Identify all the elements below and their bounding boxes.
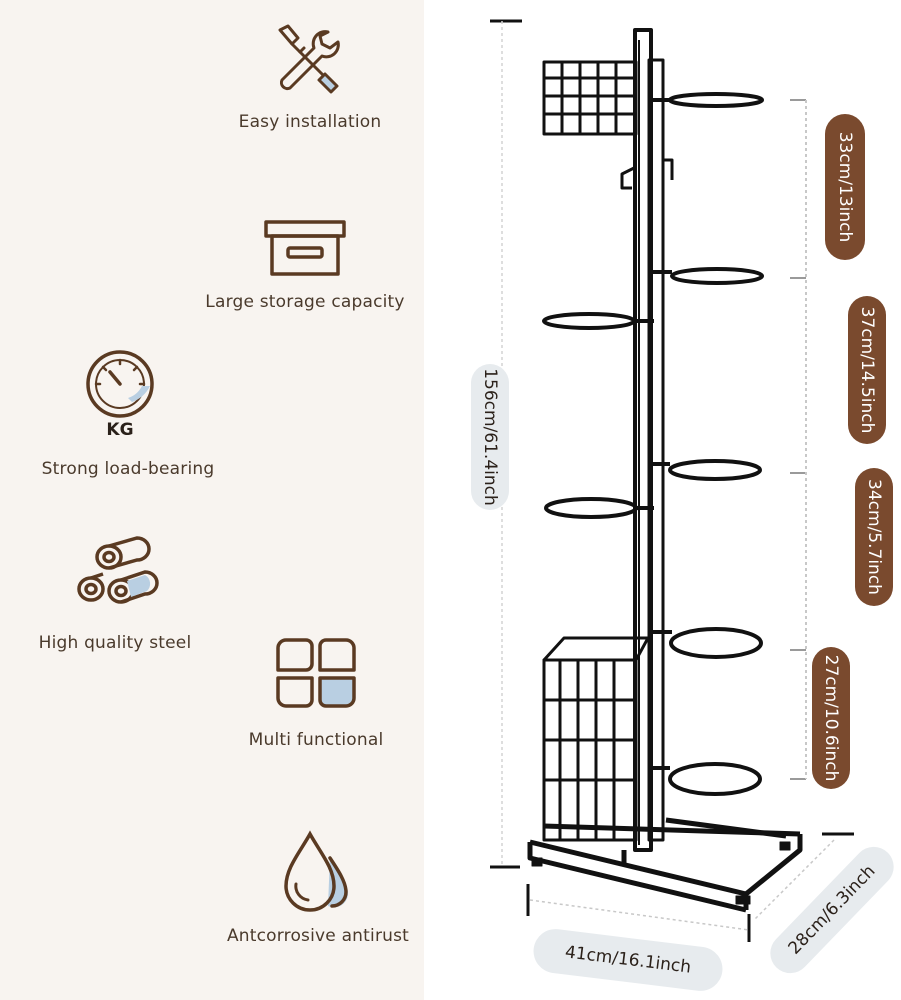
dimension-text: 156cm/61.4inch bbox=[480, 368, 500, 506]
feature-label: Large storage capacity bbox=[205, 292, 405, 312]
features-panel: Easy installation Large storage capacity bbox=[0, 0, 424, 1000]
storage-box-icon bbox=[264, 220, 346, 276]
dimension-text: 34cm/5.7inch bbox=[864, 479, 884, 595]
feature-easy-installation: Easy installation bbox=[160, 22, 460, 132]
dimension-text: 37cm/14.5inch bbox=[857, 306, 877, 434]
dimension-text: 41cm/16.1inch bbox=[563, 942, 693, 978]
height-dimension-label: 156cm/61.4inch bbox=[471, 364, 509, 510]
feature-strong-load bbox=[0, 346, 270, 418]
gap-dimension-label-3: 34cm/5.7inch bbox=[855, 468, 893, 606]
feature-label: Easy installation bbox=[238, 112, 382, 132]
rack-illustration bbox=[490, 19, 854, 942]
feature-high-quality-steel: High quality steel bbox=[0, 533, 265, 653]
gap-dimension-label-2: 37cm/14.5inch bbox=[848, 296, 886, 444]
feature-label: Multi functional bbox=[248, 730, 384, 750]
dimension-text: 27cm/10.6inch bbox=[821, 654, 841, 782]
feature-multi-functional: Multi functional bbox=[166, 636, 466, 750]
feature-label-strong-load: Strong load-bearing bbox=[41, 459, 215, 479]
gauge-kg-icon bbox=[86, 350, 154, 418]
feature-large-storage: Large storage capacity bbox=[155, 218, 455, 312]
water-drops-icon bbox=[284, 830, 348, 912]
feature-label: High quality steel bbox=[38, 633, 192, 653]
kg-label: KG bbox=[106, 420, 134, 440]
wrench-screwdriver-icon bbox=[278, 24, 340, 94]
gap-dimension-label-1: 33cm/13inch bbox=[825, 114, 865, 260]
four-squares-icon bbox=[276, 638, 356, 708]
feature-label: Antcorrosive antirust bbox=[226, 926, 410, 946]
dimension-text: 33cm/13inch bbox=[835, 131, 855, 243]
steel-pipes-icon bbox=[77, 536, 159, 604]
gap-dimension-label-4: 27cm/10.6inch bbox=[812, 647, 850, 789]
feature-antcorrosive-antirust: Antcorrosive antirust bbox=[168, 828, 468, 946]
